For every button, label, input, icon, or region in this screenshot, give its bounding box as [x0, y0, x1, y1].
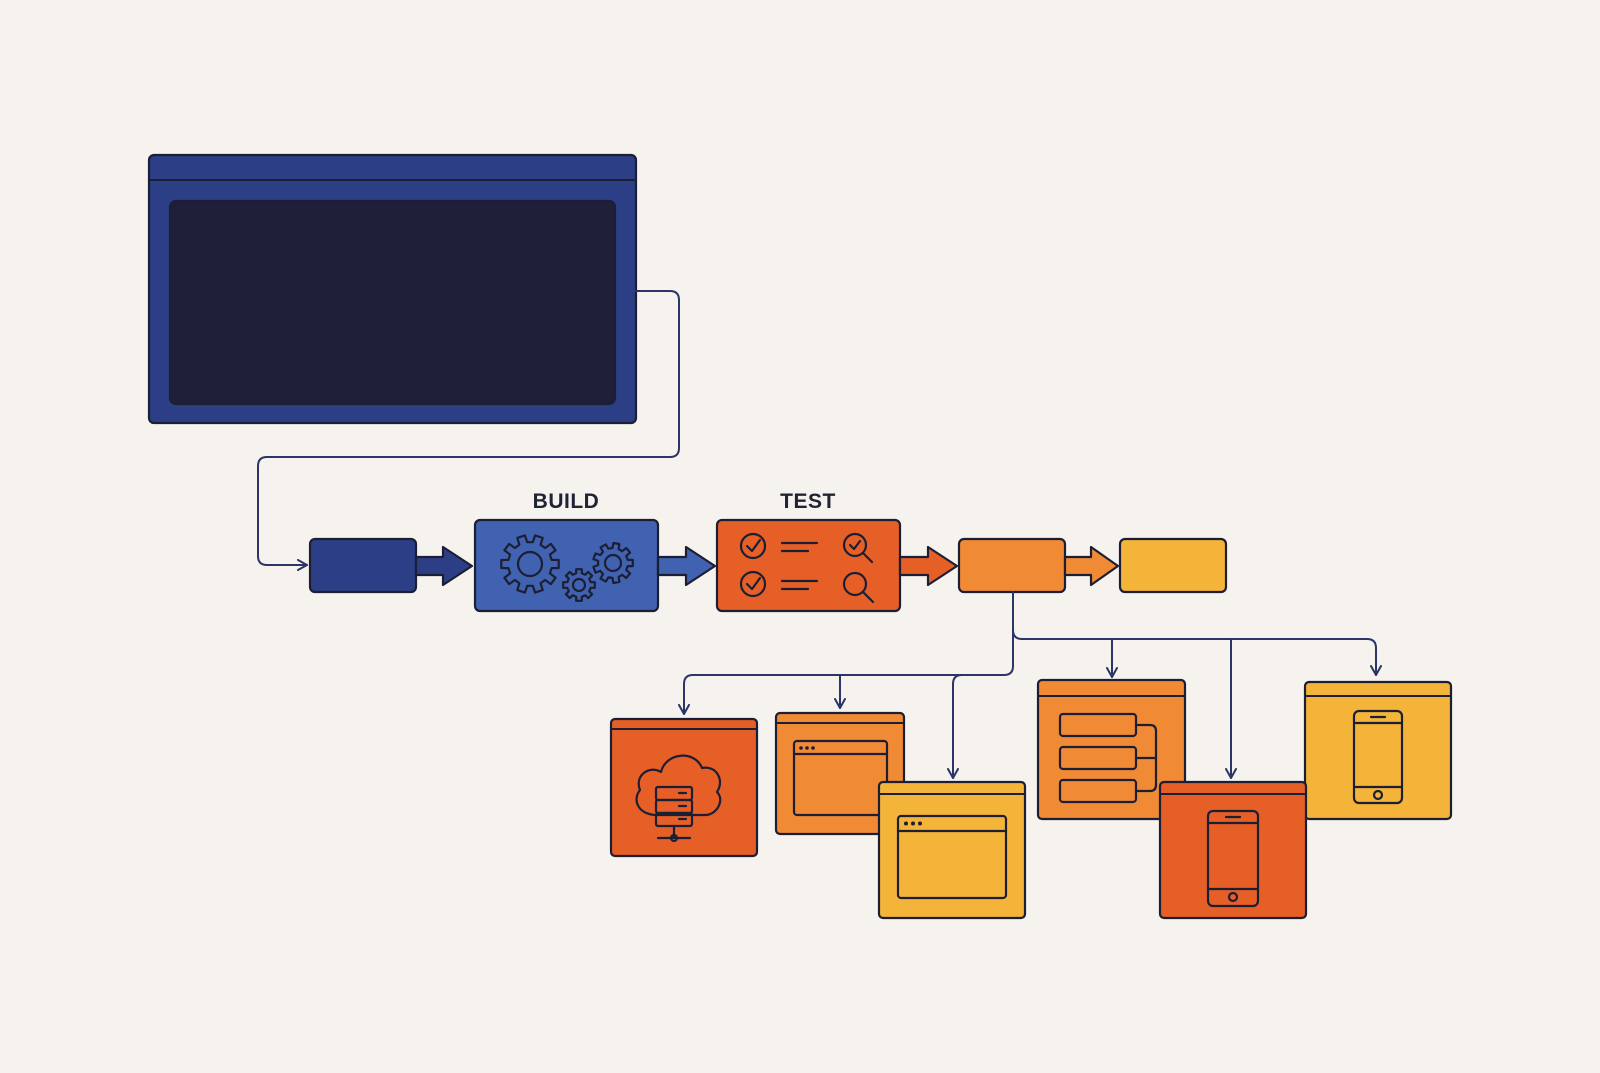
target-services: [1036, 678, 1187, 821]
window-to-source-connector: [257, 290, 680, 571]
deploy-connectors: [678, 591, 1382, 779]
browser-window-icon: [896, 814, 1008, 900]
release-block: [1118, 537, 1228, 594]
gear-icon: [562, 568, 596, 602]
build-label: BUILD: [533, 490, 600, 513]
target-cloud-server: [609, 717, 759, 858]
gear-icon: [592, 541, 634, 585]
target-browser-back: [774, 711, 906, 836]
mobile-phone-icon: [1206, 809, 1260, 908]
terminal-window-icon: [147, 153, 638, 425]
source-block: [308, 537, 418, 594]
target-browser-front: [877, 780, 1027, 920]
source-to-build-arrow: [414, 545, 474, 587]
service-blocks-icon: [1058, 712, 1158, 804]
gear-hub: [516, 550, 544, 578]
test-label: TEST: [780, 490, 836, 513]
gear-hub: [603, 553, 623, 573]
browser-window-icon: [792, 739, 889, 817]
package-block: [957, 537, 1067, 594]
gear-hub: [571, 577, 587, 593]
cloud-server-icon: [635, 754, 722, 843]
test-stage: [715, 518, 902, 613]
gears-icon: [500, 534, 634, 602]
test-to-package-arrow: [898, 545, 959, 587]
gear-icon: [500, 534, 560, 594]
build-to-test-arrow: [656, 545, 717, 587]
target-mobile-back: [1303, 680, 1453, 821]
package-to-release-arrow: [1063, 545, 1120, 587]
build-stage: [473, 518, 660, 613]
target-mobile-front: [1158, 780, 1308, 920]
mobile-phone-icon: [1352, 709, 1404, 805]
checklist-magnifier-icon: [739, 532, 875, 604]
